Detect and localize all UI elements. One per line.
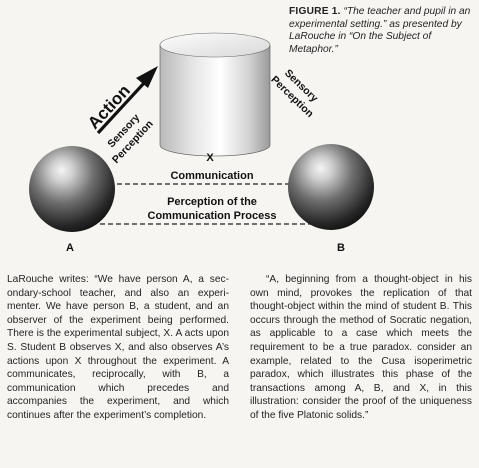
figure-caption: FIGURE 1. “The teacher and pupil in an e… bbox=[289, 6, 475, 56]
perception-label-line1: Perception of the bbox=[167, 196, 257, 208]
sphere-a-shape bbox=[29, 146, 115, 232]
action-arrow-shaft bbox=[96, 80, 147, 135]
cylinder-x-shape bbox=[159, 32, 271, 157]
node-x-label: X bbox=[206, 152, 214, 164]
sphere-b-shape bbox=[288, 144, 374, 230]
body-column-right: “A, beginning from a thought-object in h… bbox=[250, 274, 472, 421]
teacher-pupil-diagram: Action Sensory Perception Sensory Percep… bbox=[29, 32, 374, 254]
node-b-label: B bbox=[337, 242, 345, 254]
perception-label-line2: Communication Process bbox=[148, 210, 277, 222]
figure-caption-text: “The teacher and pupil in an experimenta… bbox=[289, 6, 471, 55]
figure-label: FIGURE 1. bbox=[289, 6, 341, 17]
body-column-left: LaRouche writes: “We have person A, a se… bbox=[7, 274, 229, 421]
node-a-label: A bbox=[66, 242, 74, 254]
communication-label: Communication bbox=[170, 170, 253, 182]
action-arrow-head bbox=[136, 66, 158, 88]
